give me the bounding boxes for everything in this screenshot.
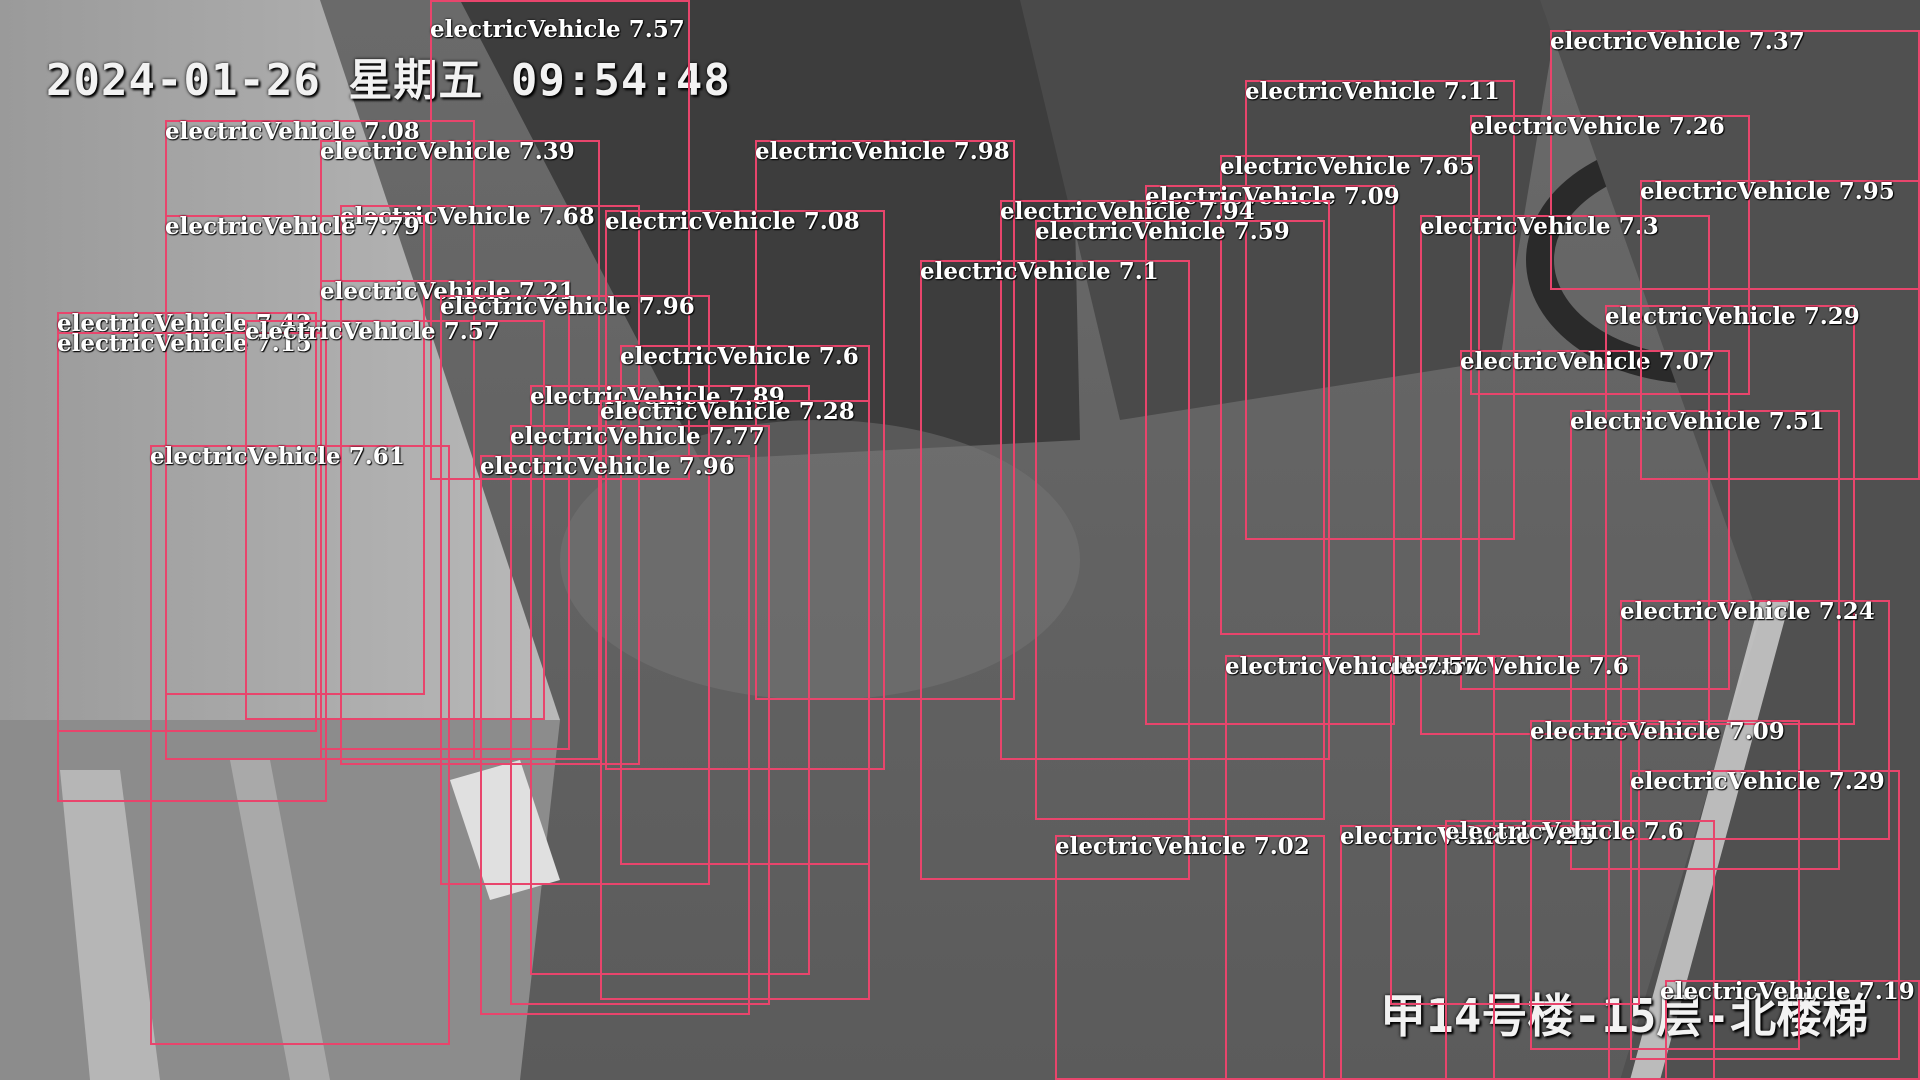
detection-box: [1460, 350, 1730, 690]
handrail-left: [60, 770, 160, 1080]
detection-label: electricVehicle 7.96: [440, 293, 695, 320]
detection-box: [1245, 80, 1515, 540]
detection-label: electricVehicle 7.96: [480, 453, 735, 480]
detection-box: [1605, 305, 1855, 725]
detection-label: electricVehicle 7.08: [605, 208, 860, 235]
detection-box: [165, 215, 425, 695]
detection-box: [440, 295, 710, 885]
detection-label: electricVehicle 7.11: [1245, 78, 1500, 105]
detection-label: electricVehicle 7.29: [1630, 768, 1885, 795]
detection-box: [430, 0, 690, 480]
detection-label: electricVehicle 7.07: [1460, 348, 1715, 375]
detection-box: [245, 320, 545, 720]
detection-label: electricVehicle 7.59: [1035, 218, 1290, 245]
detection-box: [1390, 655, 1640, 1005]
left-wall: [0, 0, 560, 720]
detection-box: [510, 425, 770, 1005]
detection-label: electricVehicle 7.61: [150, 443, 405, 470]
paper-debris: [450, 760, 560, 900]
detection-box: [1630, 770, 1900, 1060]
detection-box: [1420, 215, 1710, 735]
detection-label: electricVehicle 7.6: [1390, 653, 1629, 680]
detection-label: electricVehicle 7.68: [340, 203, 595, 230]
camera-location: 甲14号楼-15层-北楼梯: [1380, 989, 1869, 1043]
detection-label: electricVehicle 7.24: [1620, 598, 1875, 625]
detection-box: [1640, 180, 1920, 480]
detection-box: [1570, 410, 1840, 870]
detection-label: electricVehicle 7.37: [1550, 28, 1805, 55]
detection-box: [530, 385, 810, 975]
detection-label: electricVehicle 7.57: [1225, 653, 1480, 680]
detection-label: electricVehicle 7.09: [1530, 718, 1785, 745]
detection-box: [1035, 220, 1325, 820]
camera-timestamp: 2024-01-26 星期五 09:54:48: [46, 55, 731, 106]
detection-label: electricVehicle 7.02: [1055, 833, 1310, 860]
detection-label: electricVehicle 7.6: [620, 343, 859, 370]
detection-label: electricVehicle 7.51: [1570, 408, 1825, 435]
detection-box: [1000, 200, 1330, 760]
detection-label: electricVehicle 7.77: [510, 423, 765, 450]
detection-label: electricVehicle 7.42: [57, 310, 312, 337]
detection-box: [1220, 155, 1480, 635]
detection-label: electricVehicle 7.25: [1340, 823, 1595, 850]
detection-box: [1665, 980, 1920, 1080]
detection-label: electricVehicle 7.19: [1660, 978, 1915, 1005]
detection-label: electricVehicle 7.95: [1640, 178, 1895, 205]
detection-box: [480, 455, 750, 1015]
detection-box: [600, 400, 870, 1000]
detection-box: [340, 205, 640, 765]
detection-label: electricVehicle 7.94: [1000, 198, 1255, 225]
detection-box: [320, 280, 570, 750]
detection-box: [605, 210, 885, 770]
detection-box: [1470, 115, 1750, 395]
detection-box: [1145, 185, 1395, 725]
detection-label: electricVehicle 7.79: [165, 213, 420, 240]
detection-label: electricVehicle 7.89: [530, 383, 785, 410]
detection-label: electricVehicle 7.26: [1470, 113, 1725, 140]
detection-label: electricVehicle 7.28: [600, 398, 855, 425]
upper-stairs: [1020, 0, 1560, 420]
detection-label: electricVehicle 7.57: [245, 318, 500, 345]
detection-label: electricVehicle 7.21: [320, 278, 575, 305]
right-wall: [1540, 0, 1920, 1080]
detection-label: electricVehicle 7.6: [1445, 818, 1684, 845]
detection-label: electricVehicle 7.15: [57, 330, 312, 357]
detection-box: [57, 332, 327, 802]
detection-label: electricVehicle 7.08: [165, 118, 420, 145]
detection-box: [920, 260, 1190, 880]
detection-box: [1055, 835, 1325, 1080]
upper-stairs-shadow: [460, 0, 1080, 460]
detection-label: electricVehicle 7.98: [755, 138, 1010, 165]
detection-box: [150, 445, 450, 1045]
detection-label: electricVehicle 7.29: [1605, 303, 1860, 330]
detection-label: electricVehicle 7.65: [1220, 153, 1475, 180]
detection-box: [1445, 820, 1715, 1080]
detection-label: electricVehicle 7.3: [1420, 213, 1659, 240]
detection-label: electricVehicle 7.09: [1145, 183, 1400, 210]
detection-label: electricVehicle 7.1: [920, 258, 1159, 285]
handrail-right: [230, 760, 330, 1080]
detection-box: [755, 140, 1015, 700]
detection-label: electricVehicle 7.57: [430, 16, 685, 43]
detection-label: electricVehicle 7.39: [320, 138, 575, 165]
detection-box: [1550, 30, 1920, 290]
floor-stain: [560, 420, 1080, 700]
